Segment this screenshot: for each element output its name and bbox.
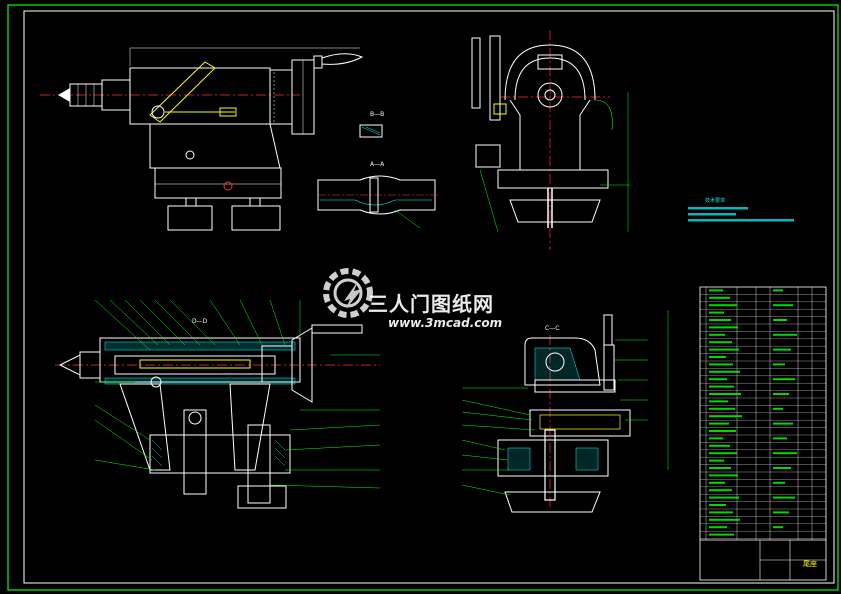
parts-list-cell-mark [709, 511, 733, 514]
parts-list-cell-mark [709, 407, 735, 410]
tech-req-title: 技术要求 [705, 197, 725, 204]
parts-list-table: 尾座 [699, 286, 827, 581]
parts-list-cell-mark [773, 467, 791, 469]
section-c-view: C—C [461, 310, 669, 513]
parts-list-cell-mark [709, 496, 739, 499]
watermark-brand: 三人门图纸网 [368, 292, 494, 316]
technical-requirements: 技术要求 [688, 197, 794, 222]
parts-list-cell-mark [773, 378, 795, 381]
parts-list-cell-mark [709, 452, 737, 455]
parts-list-cell-mark [709, 341, 732, 344]
parts-list-cell-mark [773, 319, 787, 321]
parts-list-cell-mark [709, 378, 727, 381]
parts-list-cell-mark [709, 533, 734, 536]
parts-list-cell-mark [709, 363, 733, 366]
parts-list-cell-mark [709, 333, 725, 336]
parts-list-cell-mark [773, 526, 783, 529]
parts-list-cell-mark [773, 452, 797, 455]
parts-list-cell-mark [709, 304, 737, 307]
parts-list-cell-mark [709, 459, 724, 462]
section-b-detail: B—B [359, 111, 384, 138]
parts-list-cell-mark [773, 333, 797, 336]
parts-list-cell-mark [709, 370, 740, 373]
parts-list-cell-mark [709, 504, 726, 506]
parts-list-cell-mark [709, 356, 726, 358]
parts-list-cell-mark [773, 363, 785, 366]
watermark-url[interactable]: www.3mcad.com [388, 316, 503, 330]
parts-list-cell-mark [709, 326, 738, 329]
tailstock-side-view [40, 47, 364, 231]
parts-list-cell-mark [709, 444, 730, 447]
parts-list-cell-mark [709, 437, 723, 440]
parts-list-cell-mark [709, 481, 725, 484]
parts-list-cell-mark [709, 319, 731, 321]
title-block-name: 尾座 [803, 559, 817, 568]
view-label-a: A—A [370, 161, 385, 168]
parts-list-cell-mark [773, 304, 793, 307]
parts-list-cell-mark [773, 393, 789, 395]
parts-list-cell-mark [709, 415, 742, 418]
parts-list-cell-mark [709, 489, 732, 492]
parts-list-cell-mark [773, 511, 789, 514]
parts-list-cell-mark [773, 496, 795, 499]
parts-list-cell-mark [709, 526, 727, 529]
tailstock-end-view [471, 30, 630, 250]
view-label-b: B—B [370, 111, 384, 118]
parts-list-cell-mark [709, 422, 729, 425]
view-label-d: D—D [192, 318, 208, 325]
parts-list-cell-mark [709, 518, 740, 521]
parts-list-cell-mark [709, 400, 728, 403]
parts-list-cell-mark [709, 474, 738, 477]
parts-list-cell-mark [773, 422, 793, 425]
outer-border [7, 4, 839, 591]
parts-list-cell-mark [773, 481, 785, 484]
parts-list-cell-mark [709, 289, 723, 292]
view-label-c: C—C [545, 325, 559, 332]
parts-list-cell-mark [773, 348, 791, 351]
parts-list-cell-mark [709, 430, 736, 432]
parts-list-cell-mark [709, 348, 739, 351]
parts-list-cell-mark [709, 393, 741, 395]
parts-list-cell-mark [773, 289, 783, 292]
section-d-main: D—D [55, 299, 381, 509]
parts-list-cell-mark [709, 311, 724, 314]
section-a-detail: A—A [317, 161, 440, 229]
inner-border [23, 10, 835, 584]
parts-list-cell-mark [709, 467, 731, 469]
parts-list-cell-mark [709, 296, 730, 299]
parts-list-cell-mark [709, 385, 734, 388]
parts-list-cell-mark [773, 407, 783, 410]
gear-logo-icon [323, 268, 373, 318]
parts-list-cell-mark [773, 437, 787, 440]
